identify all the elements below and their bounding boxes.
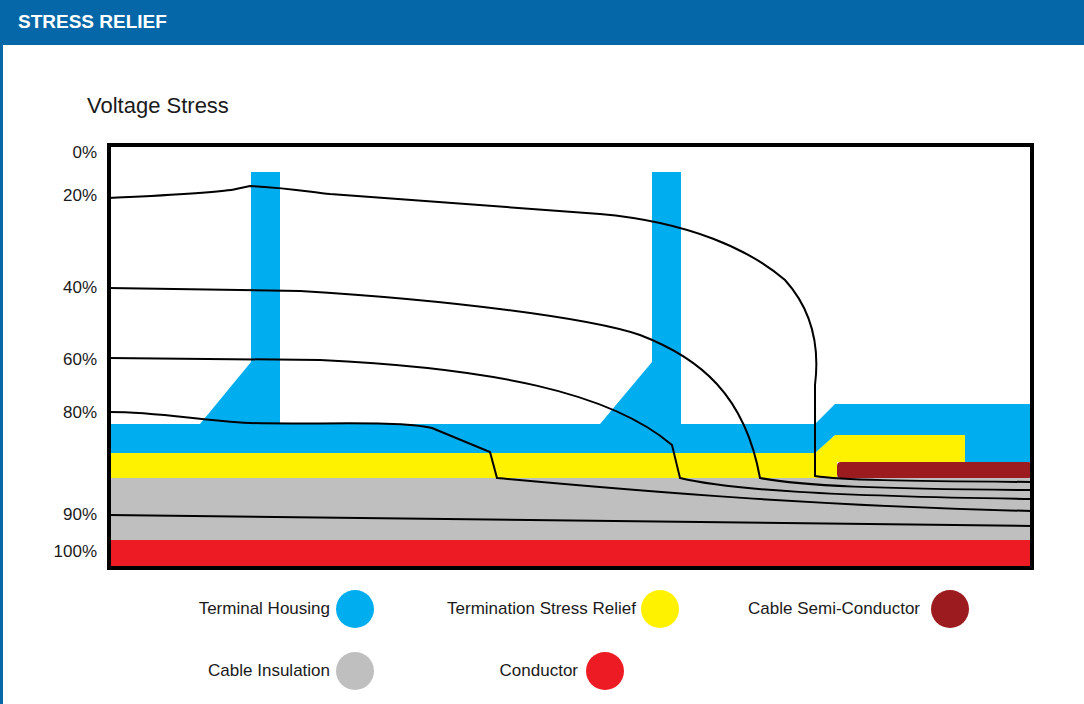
legend-text: Conductor — [500, 662, 578, 681]
conductor-layer — [109, 540, 1032, 568]
axis-label: 100% — [54, 543, 97, 562]
semiconductor-layer — [837, 462, 1032, 478]
title-text: STRESS RELIEF — [18, 12, 167, 33]
axis-label: 60% — [63, 351, 97, 370]
legend-text: Cable Insulation — [208, 662, 330, 681]
legend-text: Termination Stress Relief — [447, 600, 636, 619]
axis-label: 90% — [63, 506, 97, 525]
chart-frame — [109, 145, 1032, 568]
axis-label: 0% — [72, 144, 97, 163]
housing-shed — [200, 172, 280, 424]
legend-swatch — [336, 590, 374, 628]
legend-text: Terminal Housing — [199, 600, 330, 619]
insulation-layer — [109, 476, 1032, 540]
legend-text: Cable Semi-Conductor — [748, 600, 920, 619]
legend-swatch — [931, 590, 969, 628]
axis-label: 20% — [63, 187, 97, 206]
legend-swatch — [586, 652, 624, 690]
equipotential-lines — [109, 186, 1032, 526]
legend-swatch — [336, 652, 374, 690]
axis-label: 80% — [63, 404, 97, 423]
housing-shed — [600, 172, 681, 424]
subtitle-text: Voltage Stress — [87, 94, 229, 118]
axis-label: 40% — [63, 279, 97, 298]
side-border — [0, 0, 3, 704]
legend-swatch — [641, 590, 679, 628]
header-bar — [0, 0, 1084, 45]
